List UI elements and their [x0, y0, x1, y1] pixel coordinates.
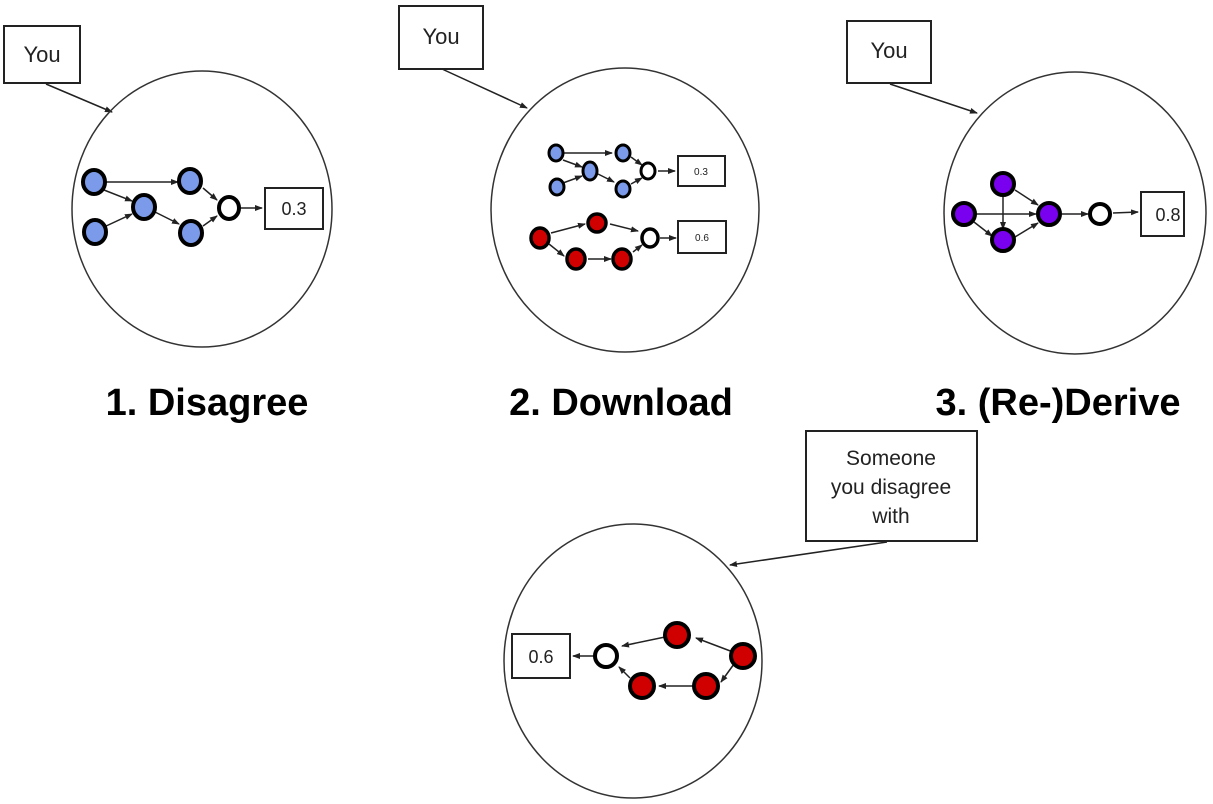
- graph-node: [581, 160, 599, 182]
- graph-node: [547, 143, 565, 163]
- owner-box: [3, 25, 81, 84]
- value-box: [264, 187, 324, 230]
- pointer-arrow: [45, 83, 113, 113]
- output-node: [593, 643, 619, 669]
- owner-label-line: Someone: [846, 447, 936, 470]
- belief-graph-red: 0.6: [529, 212, 727, 271]
- output-value: 0.3: [694, 167, 708, 178]
- graph-edge: [1014, 189, 1039, 206]
- owner-label-line: you disagree: [831, 476, 951, 499]
- owner-label: You: [23, 42, 60, 67]
- graph-node: [692, 672, 720, 700]
- graph-node: [614, 143, 632, 163]
- owner-label: You: [422, 24, 459, 49]
- owner-label-line: with: [871, 505, 909, 528]
- graph-node: [614, 179, 632, 199]
- graph-edge: [202, 215, 218, 227]
- graph-edge: [720, 663, 735, 683]
- graph-node: [178, 219, 204, 247]
- graph-edge: [1112, 209, 1139, 216]
- step-caption: 2. Download: [509, 382, 733, 424]
- pointer-arrow: [441, 68, 528, 109]
- belief-graph: 0.8: [951, 171, 1185, 253]
- output-node: [639, 161, 657, 181]
- panel-download: You 0.3: [398, 5, 760, 424]
- graph-node: [131, 193, 157, 221]
- graph-node: [951, 201, 977, 227]
- graph-edge: [202, 187, 218, 201]
- output-value: 0.3: [281, 199, 306, 219]
- graph-edge: [562, 159, 583, 168]
- value-box: [677, 155, 726, 187]
- value-box: [1140, 191, 1185, 237]
- graph-edge: [562, 175, 583, 184]
- graph-edge: [618, 666, 631, 679]
- graph-node: [663, 621, 691, 649]
- graph-node: [548, 177, 566, 197]
- owner-box: [398, 5, 484, 70]
- belief-bubble: [71, 70, 333, 348]
- output-node: [640, 227, 660, 249]
- value-box: [677, 220, 727, 254]
- belief-bubble: [503, 523, 763, 799]
- graph-node: [529, 226, 551, 250]
- graph-node: [1036, 201, 1062, 227]
- owner-label: You: [870, 38, 907, 63]
- graph-edge: [548, 243, 565, 257]
- graph-edge: [973, 221, 993, 237]
- pointer-arrow: [889, 83, 978, 114]
- graph-node: [565, 247, 587, 271]
- graph-node: [611, 247, 633, 271]
- graph-node: [82, 218, 108, 246]
- graph-node: [177, 167, 203, 195]
- graph-edge: [632, 244, 643, 253]
- belief-graph: 0.6: [511, 621, 757, 700]
- belief-bubble: [943, 71, 1207, 355]
- output-value: 0.8: [1155, 205, 1180, 225]
- panel-other: Someone you disagree with 0.6: [503, 430, 978, 799]
- pointer-arrow: [729, 541, 888, 567]
- graph-node: [729, 642, 757, 670]
- graph-node: [586, 212, 608, 234]
- graph-node: [990, 227, 1016, 253]
- graph-edge: [597, 173, 615, 183]
- step-caption: 1. Disagree: [106, 382, 309, 424]
- graph-edge: [621, 636, 666, 648]
- graph-edge: [630, 156, 643, 166]
- graph-edge: [630, 177, 643, 185]
- graph-node: [81, 168, 107, 196]
- graph-node: [990, 171, 1016, 197]
- value-box: [511, 633, 571, 679]
- owner-box: [805, 430, 978, 542]
- belief-graph-blue: 0.3: [547, 143, 726, 199]
- graph-edge: [103, 213, 133, 228]
- graph-edge: [695, 637, 734, 653]
- graph-edge: [609, 223, 639, 233]
- owner-box: [846, 20, 932, 84]
- graph-edge: [103, 189, 133, 202]
- graph-edge: [1014, 222, 1039, 238]
- belief-graph: 0.3: [81, 167, 324, 247]
- output-node: [1088, 202, 1112, 226]
- step-caption: 3. (Re-)Derive: [936, 382, 1181, 424]
- output-value: 0.6: [528, 647, 553, 667]
- panel-disagree: You 0.3 1. Disagree: [3, 25, 333, 424]
- panel-rederive: You 0.8 3. (Re-)Derive: [846, 20, 1207, 424]
- graph-node: [628, 672, 656, 700]
- output-node: [217, 195, 241, 221]
- graph-edge: [154, 211, 180, 225]
- belief-bubble: [490, 67, 760, 353]
- output-value: 0.6: [695, 233, 709, 244]
- graph-edge: [550, 222, 586, 234]
